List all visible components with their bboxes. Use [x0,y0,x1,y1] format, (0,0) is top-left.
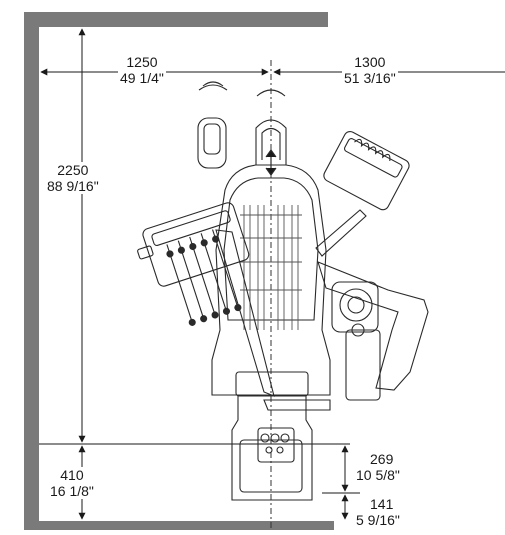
dim-left-width-mm: 1250 [126,54,158,70]
base-dimension-lines [322,445,360,520]
dim-right-width-mm: 1300 [354,54,386,70]
assistant-arm-icon [315,130,429,401]
headrest-icon [255,119,287,165]
dim-left-width: 1250 49 1/4" [118,54,166,86]
dim-bottom-clearance: 410 16 1/8" [48,467,96,499]
room-walls [24,12,334,530]
headrest-arc-icon [256,89,286,97]
dim-total-depth: 2250 88 9/16" [45,162,101,194]
dim-bottom-clearance-mm: 410 [60,467,84,483]
headrest-pad-icon [197,117,227,169]
dim-right-width: 1300 51 3/16" [342,54,398,86]
dim-base-depth-in: 10 5/8" [356,467,400,483]
dental-chair-icon [137,81,429,501]
dim-total-depth-mm: 2250 [57,162,89,178]
dim-bottom-clearance-in: 16 1/8" [50,483,94,499]
dim-left-width-in: 49 1/4" [120,70,164,86]
dim-base-depth-mm: 269 [370,451,394,467]
instrument-tray-icon [137,202,250,326]
dim-base-offset-in: 5 9/16" [356,512,400,528]
spittoon-icon [257,427,295,463]
dim-right-width-in: 51 3/16" [344,70,396,86]
dim-base-offset: 141 5 9/16" [354,496,402,528]
dim-base-depth: 269 10 5/8" [354,451,402,483]
dim-total-depth-in: 88 9/16" [47,178,99,194]
dim-base-offset-mm: 141 [370,496,394,512]
